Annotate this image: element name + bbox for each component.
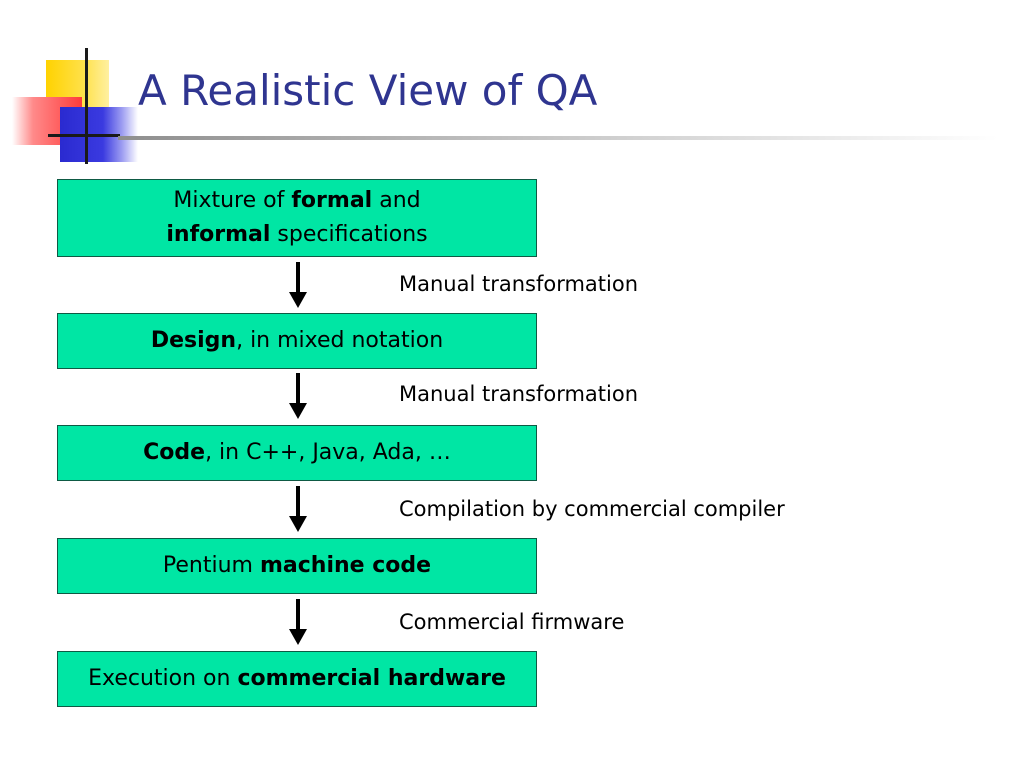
transition-label: Manual transformation: [399, 382, 639, 406]
box-bold-text: Design: [150, 328, 237, 353]
transition-label: Manual transformation: [399, 272, 639, 296]
box-text: specifications: [270, 222, 428, 247]
box-bold-text: commercial hardware: [237, 666, 506, 691]
box-text: Mixture of: [173, 188, 292, 213]
box-text: Pentium: [162, 553, 260, 578]
box-machine-code: Pentium machine code: [57, 538, 537, 594]
box-specifications: Mixture of formal and informal specifica…: [57, 179, 537, 257]
box-text: and: [372, 188, 421, 213]
logo-vertical-line: [85, 48, 88, 164]
box-code: Code, in C++, Java, Ada, …: [57, 425, 537, 481]
down-arrow-icon: [288, 262, 308, 308]
box-execution: Execution on commercial hardware: [57, 651, 537, 707]
box-text: , in mixed notation: [236, 328, 444, 353]
box-design: Design, in mixed notation: [57, 313, 537, 369]
box-bold-text: machine code: [259, 553, 432, 578]
box-bold-text: Code: [143, 440, 206, 465]
down-arrow-icon: [288, 599, 308, 645]
box-text: Execution on: [88, 666, 238, 691]
box-text: , in C++, Java, Ada, …: [205, 440, 451, 465]
transition-label: Commercial firmware: [399, 610, 625, 634]
down-arrow-icon: [288, 373, 308, 419]
title-underline: [118, 136, 998, 140]
box-bold-text: formal: [291, 188, 373, 213]
transition-label: Compilation by commercial compiler: [399, 497, 785, 521]
logo-horizontal-line: [48, 134, 120, 137]
down-arrow-icon: [288, 486, 308, 532]
box-specifications-text: Mixture of formal and informal specifica…: [166, 184, 427, 252]
slide-logo: [0, 0, 140, 170]
slide-title: A Realistic View of QA: [138, 66, 598, 115]
box-bold-text: informal: [166, 222, 271, 247]
